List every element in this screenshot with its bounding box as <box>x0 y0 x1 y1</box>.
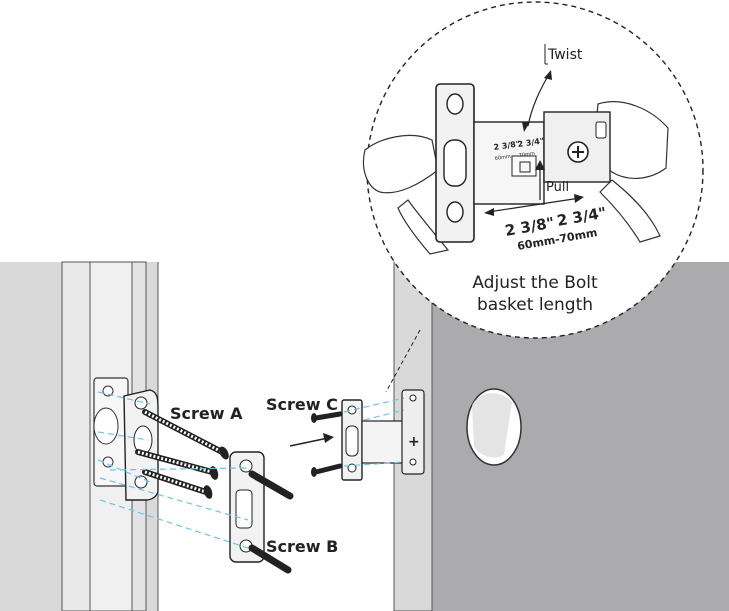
svg-text:+: + <box>408 434 420 450</box>
jamb-mortise <box>93 377 129 487</box>
screw-c-label: Screw C <box>266 395 338 414</box>
dimension-line <box>484 194 584 216</box>
left-hand <box>362 134 450 255</box>
pull-arrow <box>535 160 545 200</box>
screws-c <box>311 411 343 477</box>
direction-arrow <box>289 433 334 447</box>
caption-line-2: basket length <box>477 295 593 315</box>
latch-small-mm-a: 60mm <box>494 154 511 162</box>
screw-a-label: Screw A <box>170 404 243 423</box>
strike-plate <box>123 389 159 501</box>
screw-b-label: Screw B <box>266 537 338 556</box>
screw-a-2 <box>135 449 219 480</box>
screws-b <box>248 470 294 574</box>
guide-lines <box>97 391 405 549</box>
pull-label: Pull <box>546 180 569 195</box>
screw-a-3 <box>142 469 213 499</box>
callout-latch <box>435 83 611 243</box>
latch-small-mm-b: 70mm <box>518 151 535 159</box>
twist-label: Twist <box>547 47 583 63</box>
latch-small-b: 2 3/4" <box>517 136 545 149</box>
latch-small-a: 2 3/8" <box>493 139 521 152</box>
screws-a <box>135 409 229 499</box>
caption-line-1: Adjust the Bolt <box>472 273 598 293</box>
twist-arrow <box>522 44 552 132</box>
callout: Twist Pull 2 3/8" 2 3/4" 60mm 70mm 2 3/8… <box>362 1 704 393</box>
screw-a-1 <box>142 409 229 460</box>
latch-assembly: + <box>341 389 425 481</box>
right-hand <box>596 101 669 243</box>
